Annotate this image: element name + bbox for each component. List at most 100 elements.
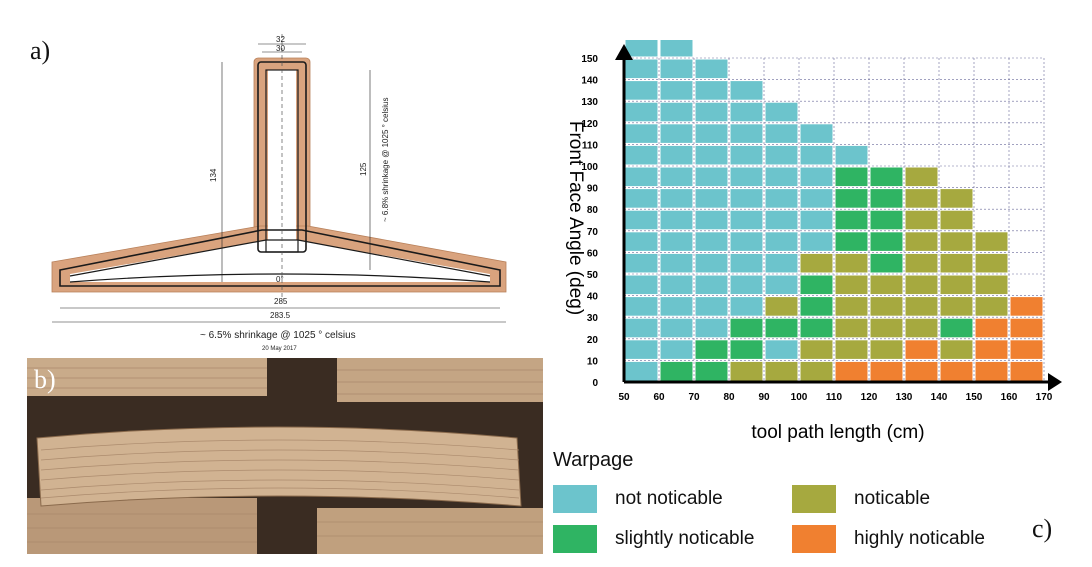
- heatmap-cell: [940, 189, 973, 208]
- horizontal-shrinkage-note: ~ 6.5% shrinkage @ 1025 ° celsius: [200, 330, 356, 341]
- y-tick-label: 110: [582, 140, 599, 151]
- panel-label-b: b): [34, 365, 56, 394]
- heatmap-cell: [1010, 340, 1043, 359]
- heatmap-cell: [800, 124, 833, 143]
- x-axis-title: tool path length (cm): [751, 422, 924, 443]
- heatmap-cell: [765, 124, 798, 143]
- heatmap-cell: [975, 361, 1008, 381]
- heatmap-cell: [835, 297, 868, 316]
- legend-swatch-noticable: [792, 485, 836, 513]
- heatmap-cell: [660, 318, 693, 338]
- heatmap-cell: [625, 232, 658, 251]
- heatmap-cell: [660, 340, 693, 359]
- heatmap-cell: [940, 361, 973, 381]
- heatmap-cell: [695, 81, 728, 100]
- heatmap-cell: [695, 167, 728, 187]
- heatmap-cell: [800, 167, 833, 187]
- heatmap-cell: [835, 145, 868, 165]
- y-tick-label: 40: [587, 292, 599, 303]
- top-outer-dim: 32: [276, 35, 285, 44]
- heatmap-cell: [835, 189, 868, 208]
- heatmap-cell: [660, 81, 693, 100]
- heatmap-cell: [695, 297, 728, 316]
- heatmap-cell: [905, 232, 938, 251]
- top-inner-dim: 30: [276, 44, 285, 53]
- y-tick-label: 120: [581, 119, 598, 130]
- x-tick-label: 160: [1001, 392, 1018, 403]
- heatmap-cell: [905, 253, 938, 273]
- y-tick-label: 100: [581, 162, 598, 173]
- heatmap-cell: [870, 318, 903, 338]
- heatmap-cell: [730, 102, 763, 122]
- heatmap-cell: [870, 232, 903, 251]
- y-tick-label: 0: [592, 378, 598, 389]
- heatmap-cell: [695, 253, 728, 273]
- heatmap-cell: [800, 253, 833, 273]
- heatmap-cell: [660, 145, 693, 165]
- heatmap-cell: [625, 59, 658, 79]
- y-tick-label: 50: [587, 270, 599, 281]
- x-tick-label: 70: [688, 392, 700, 403]
- heatmap-cell: [800, 210, 833, 230]
- heatmap-cell: [905, 167, 938, 187]
- heatmap-cell: [940, 275, 973, 295]
- heatmap-cell: [765, 361, 798, 381]
- x-tick-label: 150: [966, 392, 983, 403]
- clay-arms-hollow: [70, 240, 490, 282]
- heatmap-cell: [905, 340, 938, 359]
- y-tick-label: 20: [587, 335, 599, 346]
- heatmap-cell: [730, 340, 763, 359]
- heatmap-cell: [660, 124, 693, 143]
- x-tick-label: 110: [826, 392, 843, 403]
- x-tick-label: 60: [653, 392, 665, 403]
- heatmap-cell: [905, 275, 938, 295]
- x-tick-label: 130: [896, 392, 913, 403]
- clay-stack-lower-right: [317, 508, 543, 554]
- width-outer-dim: 283.5: [270, 311, 291, 320]
- printed-parts-photo: [27, 358, 543, 554]
- x-tick-label: 90: [758, 392, 770, 403]
- x-tick-label: 140: [931, 392, 948, 403]
- heatmap-cell: [660, 361, 693, 381]
- heatmap-cell: [695, 145, 728, 165]
- heatmap-cell: [940, 232, 973, 251]
- heatmap-cell: [765, 102, 798, 122]
- panel-label-c: c): [1032, 514, 1053, 543]
- heatmap-cell: [695, 275, 728, 295]
- heatmap-cell: [625, 210, 658, 230]
- heatmap-cell: [625, 167, 658, 187]
- heatmap-axes: [615, 44, 1062, 391]
- width-inner-dim: 285: [274, 297, 288, 306]
- y-tick-label: 150: [581, 54, 598, 65]
- y-tick-label: 140: [581, 76, 598, 87]
- heatmap-cell: [800, 361, 833, 381]
- heatmap-cell: [835, 210, 868, 230]
- heatmap-cell: [660, 275, 693, 295]
- heatmap-cell: [625, 40, 658, 57]
- heatmap-cell: [625, 145, 658, 165]
- heatmap-cell: [765, 253, 798, 273]
- wet-arms-outline: [59, 229, 501, 287]
- legend-item-not-noticable: not noticable: [553, 484, 723, 514]
- heatmap-cell: [695, 59, 728, 79]
- panel-label-a: a): [30, 36, 51, 65]
- clay-stack-upper-left: [27, 358, 267, 396]
- heatmap-cell: [835, 361, 868, 381]
- heatmap-cell: [730, 81, 763, 100]
- heatmap-cell: [835, 340, 868, 359]
- heatmap-cell: [660, 40, 693, 57]
- heatmap-cell: [975, 297, 1008, 316]
- heatmap-cell: [870, 253, 903, 273]
- heatmap-cell: [660, 297, 693, 316]
- heatmap-cell: [975, 275, 1008, 295]
- heatmap-cell: [730, 318, 763, 338]
- heatmap-cell: [905, 361, 938, 381]
- x-tick-label: 170: [1036, 392, 1053, 403]
- right-height-dim: 125: [359, 162, 368, 176]
- heatmap-cell: [940, 253, 973, 273]
- inner-arch: [69, 273, 491, 283]
- y-tick-label: 90: [587, 184, 599, 195]
- heatmap-cell: [765, 297, 798, 316]
- heatmap-cell: [905, 189, 938, 208]
